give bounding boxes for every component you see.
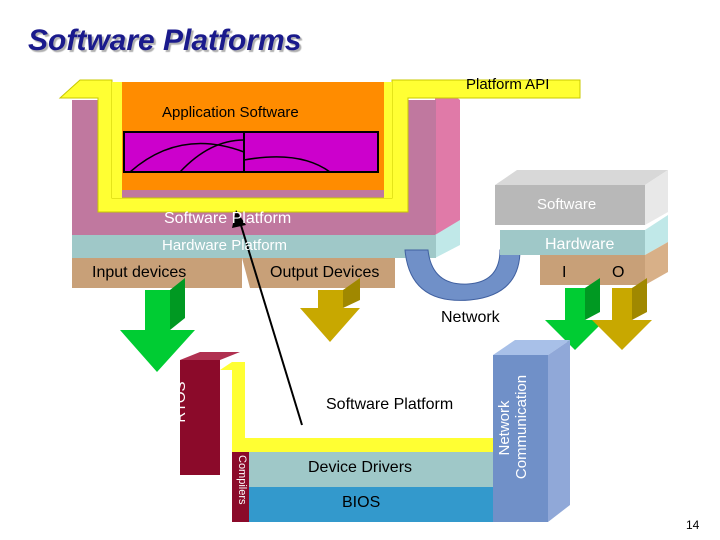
input-arrow-right-shade [585, 278, 600, 320]
hardware-platform-side [435, 220, 460, 258]
output-arrow-left-shade [343, 278, 360, 308]
platform-link-arrowhead [232, 210, 246, 228]
hardware-platform-layer [72, 235, 436, 258]
application-detail-panel [123, 131, 379, 173]
application-panel-curve-2 [243, 156, 331, 173]
output-devices-label: Output Devices [270, 264, 380, 281]
bios-layer [249, 487, 493, 522]
input-arrow-left-shade [170, 278, 185, 330]
output-arrow-right-shade [632, 278, 647, 320]
software-platform-side [435, 80, 460, 235]
bottom-software-platform-label: Software Platform [326, 396, 454, 413]
io-layer-top-left [72, 258, 242, 288]
platform-link-arrow [239, 221, 303, 426]
hardware-platform-label: Hardware Platform [162, 237, 288, 254]
application-inner-frame [112, 82, 122, 198]
device-drivers-layer [249, 452, 493, 487]
right-software-layer [495, 185, 645, 225]
right-software-label: Software [537, 196, 597, 213]
output-arrow-left [300, 290, 360, 342]
platform-api-label: Platform API [466, 76, 550, 93]
device-drivers-label: Device Drivers [308, 459, 413, 476]
page-title: Software Platforms [28, 24, 302, 57]
application-panel-curve-3 [179, 139, 245, 173]
bottom-api-left-wall [232, 362, 245, 452]
network-communication-top [493, 340, 570, 355]
compilers-block [232, 452, 249, 522]
input-arrow-left [120, 290, 195, 372]
application-panel-curve-1 [129, 142, 245, 173]
rtos-label: RTOS [172, 381, 189, 423]
application-inner-frame-right [384, 82, 392, 198]
bottom-api-frame [220, 362, 493, 452]
application-software-label: Application Software [162, 104, 299, 121]
bios-label: BIOS [342, 494, 381, 511]
right-io-layer [540, 255, 645, 285]
network-communication-label-line1: Network [496, 400, 513, 456]
right-hardware-label: Hardware [545, 236, 615, 253]
input-devices-label: Input devices [92, 264, 187, 281]
right-software-side [645, 170, 668, 225]
network-communication-label-line2: Communication [513, 374, 530, 480]
right-hardware-layer [500, 230, 645, 255]
network-communication-side [548, 340, 570, 522]
network-connector [404, 249, 521, 301]
rtos-top [180, 352, 240, 360]
right-io-side [645, 242, 668, 285]
compilers-label: Compilers [236, 455, 248, 505]
rtos-block [180, 360, 220, 475]
network-label: Network [441, 309, 500, 326]
input-arrow-right [545, 288, 605, 350]
right-hardware-side [645, 215, 668, 255]
output-arrow-right [592, 288, 652, 350]
right-input-label: I [562, 264, 567, 281]
software-platform-label: Software Platform [164, 210, 292, 227]
network-communication-block [493, 355, 548, 522]
page-number: 14 [686, 518, 700, 532]
right-output-label: O [612, 264, 625, 281]
right-software-top [495, 170, 668, 185]
